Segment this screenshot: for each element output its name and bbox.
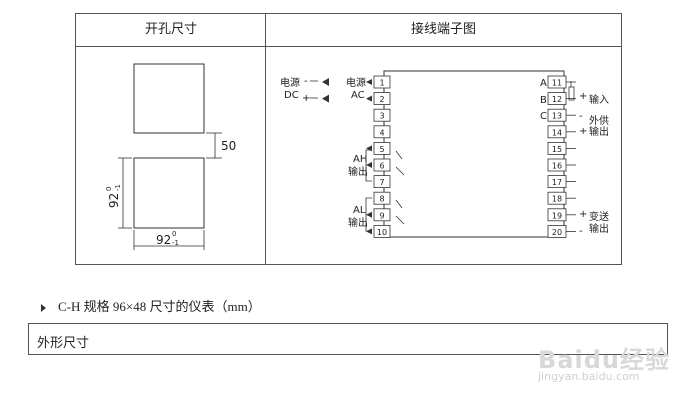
watermark-url: jingyan.baidu.com <box>538 370 640 383</box>
input-resistor <box>568 86 575 101</box>
terminal-12: 12 <box>547 92 576 105</box>
terminal-number: 15 <box>552 145 562 154</box>
terminal-number: 16 <box>552 162 562 171</box>
input-label: 输入 <box>589 93 609 106</box>
transmit-label: 变送 <box>589 210 609 223</box>
ext-supply-output: 输出 <box>589 125 609 138</box>
terminal-number: 4 <box>379 128 384 137</box>
terminal-8: 8 <box>373 191 391 205</box>
outline-section: 外形尺寸 <box>28 323 668 355</box>
spec-text: C-H 规格 96×48 尺寸的仪表（mm） <box>58 299 261 314</box>
upper-cutout <box>133 63 205 134</box>
header-divider <box>76 46 621 47</box>
terminal-number: 7 <box>379 178 384 187</box>
ah-output-label: 输出 <box>348 165 368 178</box>
terminal-number: 6 <box>379 162 384 171</box>
terminal-3: 3 <box>373 108 391 122</box>
terminal-6: 6 <box>366 158 391 172</box>
spec-table: 开孔尺寸 接线端子图 <box>75 13 622 265</box>
terminal-1: 1 <box>322 75 391 89</box>
column-divider <box>265 14 266 264</box>
terminal-number: 9 <box>379 211 384 220</box>
terminal-number: 20 <box>552 228 562 237</box>
ext-plus: + <box>579 126 587 137</box>
terminal-number: 11 <box>552 79 562 88</box>
terminal-20: 20 <box>547 224 576 238</box>
terminal-5: 5 <box>366 141 391 155</box>
terminal-number: 17 <box>552 178 562 187</box>
ah-label: AH <box>353 154 367 165</box>
al-output-label: 输出 <box>348 216 368 229</box>
gap-dimension: 50 <box>221 139 236 153</box>
terminal-number: 3 <box>379 112 384 121</box>
terminal-16: 16 <box>547 158 576 172</box>
terminal-number: 1 <box>379 79 384 88</box>
terminal-15: 15 <box>547 141 576 155</box>
bullet-icon <box>41 304 46 313</box>
height-tol-upper: 0 <box>105 187 113 191</box>
spec-line: C-H 规格 96×48 尺寸的仪表（mm） <box>41 296 261 315</box>
power-ac-sub: AC <box>351 90 365 101</box>
terminal-a-label: A <box>540 78 547 89</box>
transmit-output: 输出 <box>589 222 609 235</box>
terminal-14: 14 <box>547 125 576 139</box>
tx-minus: - <box>579 226 583 237</box>
input-plus: + <box>579 91 587 102</box>
terminal-number: 12 <box>552 95 562 104</box>
dc-plus: + <box>302 93 310 104</box>
ext-supply-label: 外供 <box>589 114 609 127</box>
terminal-number: 18 <box>552 195 562 204</box>
tx-plus: + <box>579 209 587 220</box>
dc-minus: - <box>304 76 308 87</box>
wiring-header: 接线端子图 <box>410 22 476 37</box>
al-label: AL <box>353 205 366 216</box>
terminal-number: 14 <box>552 128 562 137</box>
width-tol-upper: 0 <box>172 230 176 238</box>
terminal-number: 2 <box>379 95 384 104</box>
terminal-number: 13 <box>552 112 562 121</box>
terminal-9: 9 <box>366 208 391 222</box>
terminal-number: 5 <box>379 145 384 154</box>
terminal-11: 11 <box>547 75 576 89</box>
terminal-body <box>383 70 565 238</box>
terminal-b-label: B <box>540 95 547 106</box>
terminal-number: 8 <box>379 195 384 204</box>
power-dc-sub: DC <box>284 90 299 101</box>
terminal-18: 18 <box>547 191 576 205</box>
terminal-2: 2 <box>322 92 391 105</box>
power-dc-label: 电源 <box>280 76 300 89</box>
terminal-number: 10 <box>377 228 387 237</box>
lower-cutout <box>133 157 205 229</box>
terminal-10: 10 <box>366 224 391 238</box>
cutout-header: 开孔尺寸 <box>144 22 197 37</box>
terminal-13: 13 <box>547 108 576 122</box>
watermark-logo: Baidu经验 <box>538 346 670 374</box>
width-tol-lower: -1 <box>172 239 179 247</box>
terminal-19: 19 <box>547 208 576 222</box>
height-tol-lower: -1 <box>114 184 122 191</box>
terminal-4: 4 <box>373 125 391 139</box>
outline-title: 外形尺寸 <box>37 336 90 351</box>
ext-minus: - <box>579 111 583 122</box>
power-ac-label: 电源 <box>346 76 366 89</box>
width-dimension: 92 <box>156 233 171 247</box>
terminal-number: 19 <box>552 211 562 220</box>
terminal-17: 17 <box>547 175 576 189</box>
height-dimension: 92 <box>107 193 121 208</box>
terminal-7: 7 <box>373 175 391 189</box>
terminal-c-label: C <box>540 111 547 122</box>
